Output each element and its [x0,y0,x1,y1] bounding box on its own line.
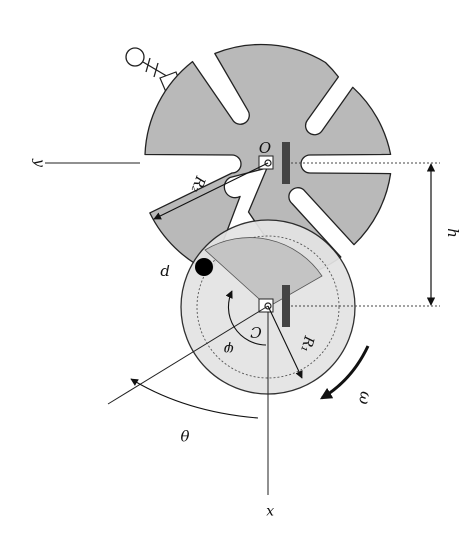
label-axis-x: x [266,504,274,520]
label-angle-phi: φ [224,341,234,357]
label-radius-r2: R₂ [187,173,208,195]
drive-pin [195,258,213,276]
wheel-center-block [282,142,290,184]
drive-sector [204,237,323,308]
label-distance-h: h [444,228,462,238]
pin-path-circle [196,235,340,379]
phi-arc [225,290,267,346]
label-center-c: C [250,323,262,341]
wheel-hub [258,155,274,170]
crank-line [107,305,269,405]
label-pin-p: p [160,264,170,282]
drive-center-block [282,285,290,327]
r2-arrow [153,162,269,220]
label-axis-y: y [31,158,47,168]
label-omega: ω [355,390,376,406]
r1-arrow [267,305,303,379]
label-angle-theta: θ [180,426,189,444]
label-radius-r1: R₁ [297,333,317,354]
omega-arrow [319,345,370,400]
label-origin-o: O [259,138,271,156]
theta-arc [130,378,259,419]
